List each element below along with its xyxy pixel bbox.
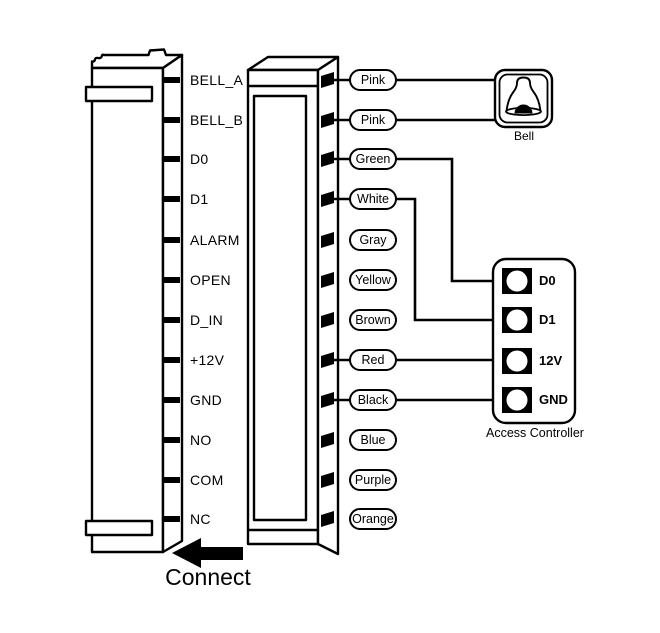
wire-label-text: Brown: [355, 313, 391, 327]
wire-label-black: Black: [349, 389, 397, 411]
reader-pin-tick: [163, 196, 180, 202]
wire-label-text: Gray: [359, 233, 387, 247]
wire-label-pink-1: Pink: [349, 69, 397, 91]
wire-label-yellow: Yellow: [349, 269, 397, 291]
controller-terminals: [502, 268, 532, 413]
terminal-circle: [506, 350, 528, 372]
connect-arrow-icon: [172, 538, 243, 568]
connector-side-face: [316, 55, 340, 556]
reader-pin-label: D_IN: [190, 312, 224, 328]
reader-pin-label: OPEN: [190, 272, 231, 288]
bell-caption: Bell: [513, 129, 534, 143]
bell-clapper: [514, 104, 533, 114]
reader-pin-tick: [163, 237, 180, 243]
reader-pin-tick: [163, 156, 180, 162]
reader-pin-label: COM: [190, 472, 224, 488]
connector-inner-panel: [252, 94, 308, 522]
wire-label-white: White: [349, 188, 397, 210]
connector-pin: [321, 112, 334, 128]
wire-label-text: Black: [357, 393, 389, 407]
wire-label-green: Green: [349, 148, 397, 170]
reader-outline: [84, 48, 184, 554]
wire-label-text: Pink: [360, 113, 386, 127]
controller-terminal-label: D0: [539, 273, 556, 288]
connector-pin: [321, 392, 334, 408]
connector-outline: [246, 55, 340, 556]
reader-pin-tick: [163, 477, 180, 483]
controller-terminal-label: D1: [539, 312, 556, 327]
terminal-circle: [506, 309, 528, 331]
bell-symbol: [493, 68, 554, 129]
reader-pin-label: BELL_B: [190, 112, 244, 128]
reader-pin-label: +12V: [190, 352, 225, 368]
connector-pin: [321, 432, 334, 448]
reader-pin-tick: [163, 397, 180, 403]
reader-pin-label: GND: [190, 392, 223, 408]
wire-label-pink-2: Pink: [349, 109, 397, 131]
wire-label-text: Yellow: [355, 273, 391, 287]
reader-top-face: [90, 48, 184, 70]
reader-slot-bottom: [84, 519, 154, 537]
reader-pin-tick: [163, 77, 180, 83]
reader-front-face: [90, 66, 165, 554]
access-controller: [491, 257, 577, 425]
wire-label-brown: Brown: [349, 309, 397, 331]
controller-terminal-label: GND: [539, 392, 568, 407]
connector-pin: [321, 511, 334, 527]
wire-label-purple: Purple: [349, 469, 397, 491]
reader-pin-tick: [163, 437, 180, 443]
reader-pin-label: BELL_A: [190, 72, 244, 88]
wire-label-text: Green: [355, 152, 391, 166]
connector-pins: [321, 72, 334, 527]
reader-pin-tick: [163, 277, 180, 283]
wire-label-text: Pink: [360, 73, 386, 87]
reader-pin-label: ALARM: [190, 232, 240, 248]
wire-label-text: White: [357, 192, 389, 206]
terminal-circle: [506, 270, 528, 292]
connect-caption: Connect: [165, 564, 251, 590]
controller-box: [491, 257, 577, 425]
reader-pin-ticks: [163, 77, 180, 522]
reader-pin-tick: [163, 117, 180, 123]
reader-side-face: [161, 53, 184, 554]
reader-slot-top: [84, 85, 154, 103]
connector-pin: [321, 232, 334, 248]
connector-pin: [321, 72, 334, 88]
wire-label-blue: Blue: [349, 429, 397, 451]
wire-label-text: Blue: [360, 433, 386, 447]
wire-label-text: Red: [361, 353, 385, 367]
reader-pin-label: D0: [190, 151, 209, 167]
wire-label-orange: Orange: [349, 508, 397, 530]
wire-white-to-d1: [334, 197, 494, 322]
reader-pin-tick: [163, 516, 180, 522]
connector-pin: [321, 352, 334, 368]
wire-label-text: Orange: [352, 512, 394, 526]
terminal-circle: [506, 389, 528, 411]
wire-label-gray: Gray: [349, 229, 397, 251]
reader-pin-label: NC: [190, 511, 211, 527]
reader-pin-tick: [163, 357, 180, 363]
wire-label-red: Red: [349, 349, 397, 371]
reader-pin-tick: [163, 317, 180, 323]
connector-pin: [321, 272, 334, 288]
connector-pin: [321, 191, 334, 207]
connector-pin: [321, 312, 334, 328]
wire-label-text: Purple: [354, 473, 392, 487]
access-controller-caption: Access Controller: [486, 426, 584, 440]
bell-body: [505, 76, 542, 112]
reader-pin-label: D1: [190, 191, 209, 207]
connector-pin: [321, 472, 334, 488]
reader-pin-label: NO: [190, 432, 212, 448]
connector-pin: [321, 151, 334, 167]
controller-terminal-label: 12V: [539, 353, 563, 368]
